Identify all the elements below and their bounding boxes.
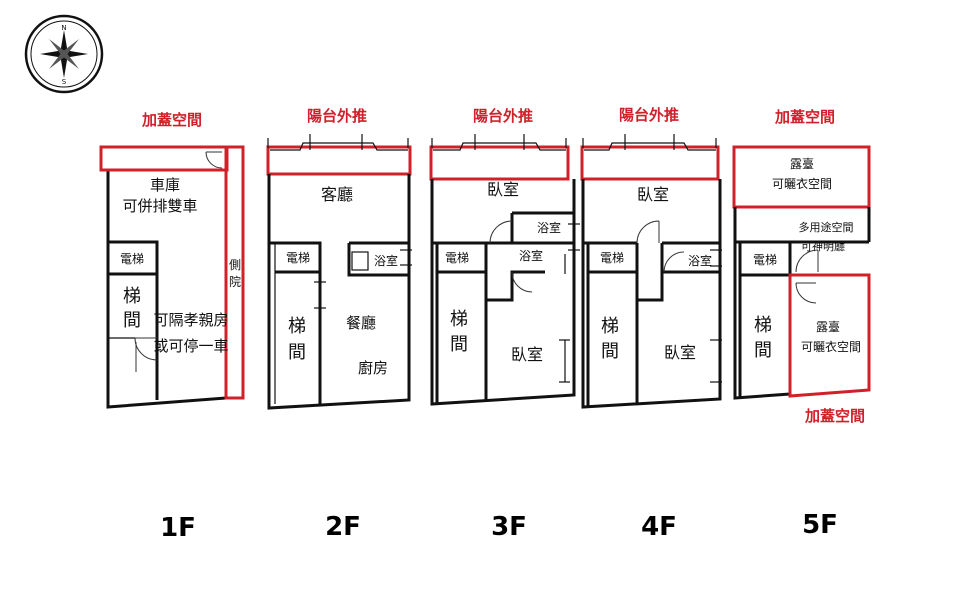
f5-elevator: 電梯 <box>753 253 777 267</box>
f5-floor-label: 5F <box>802 510 838 540</box>
f3-bath-2: 浴室 <box>519 248 543 263</box>
f5-top-red-label: 加蓋空間 <box>774 108 835 126</box>
f4-bedroom-top: 臥室 <box>637 185 669 204</box>
floor-2f: 陽台外推 客廳 電梯 浴室 梯 間 餐廳 廚房 2F <box>266 107 412 542</box>
f5-stairs-2: 間 <box>754 340 772 361</box>
f2-floor-label: 2F <box>325 512 361 542</box>
f2-stairs-1: 梯 <box>288 316 306 337</box>
f5-terrace-1: 露臺 <box>790 156 814 171</box>
f4-top-red-label: 陽台外推 <box>619 106 679 124</box>
f4-bath: 浴室 <box>688 253 712 268</box>
f3-stairs-2: 間 <box>450 334 468 355</box>
f1-garage-1: 車庫 <box>150 176 180 194</box>
f3-bedroom-top: 臥室 <box>487 180 519 199</box>
f2-dining: 餐廳 <box>346 314 376 332</box>
f4-elevator: 電梯 <box>600 251 624 265</box>
f1-side-1: 側 <box>229 258 241 272</box>
f5-bottom-red-label: 加蓋空間 <box>804 407 865 425</box>
f5-stairs-1: 梯 <box>754 315 772 336</box>
f3-top-red-label: 陽台外推 <box>473 107 533 125</box>
f1-elevator: 電梯 <box>120 252 144 266</box>
f1-stairs-1: 梯 <box>123 286 141 307</box>
f2-top-red-label: 陽台外推 <box>307 107 367 125</box>
f1-floor-label: 1F <box>160 513 196 543</box>
compass-icon: N S <box>24 14 104 94</box>
f4-floor-label: 4F <box>641 512 677 542</box>
f5-multi-2: 可神明廳 <box>801 239 845 253</box>
f5-multi-1: 多用途空間 <box>799 220 854 234</box>
floor-4f: 陽台外推 臥室 電梯 浴室 梯 間 臥室 4F <box>580 106 722 542</box>
floor-3f: 陽台外推 臥室 浴室 電梯 浴室 梯 間 臥室 3F <box>429 107 580 542</box>
f5-terrace-b1: 露臺 <box>816 319 840 334</box>
f4-stairs-1: 梯 <box>601 316 619 337</box>
f3-bath-1: 浴室 <box>537 220 561 235</box>
f2-stairs-2: 間 <box>288 342 306 363</box>
compass-north: N <box>61 24 66 32</box>
f1-garage-2: 可併排雙車 <box>122 197 197 215</box>
f2-living: 客廳 <box>321 185 353 204</box>
f3-elevator: 電梯 <box>445 251 469 265</box>
f5-terrace-2: 可曬衣空間 <box>772 176 832 191</box>
f2-bath: 浴室 <box>374 253 398 268</box>
f1-room-1: 可隔孝親房 <box>153 311 228 329</box>
floor-5f: 加蓋空間 露臺 可曬衣空間 多用途空間 可神明廳 電梯 梯 間 露臺 可曬衣空間… <box>732 108 871 540</box>
f4-stairs-2: 間 <box>601 341 619 362</box>
floor-1f: 加蓋空間 車庫 可併排雙車 電梯 梯 間 可隔孝親房 或可停一車 側 院 1F <box>99 111 245 543</box>
f1-room-2: 或可停一車 <box>153 337 228 355</box>
f2-kitchen: 廚房 <box>358 359 388 377</box>
f1-top-red-label: 加蓋空間 <box>141 111 202 129</box>
f5-terrace-b2: 可曬衣空間 <box>801 339 861 354</box>
f4-bedroom: 臥室 <box>664 343 696 362</box>
compass-south: S <box>62 78 67 86</box>
f2-elevator: 電梯 <box>286 251 310 265</box>
f1-side-2: 院 <box>229 275 241 289</box>
f3-stairs-1: 梯 <box>450 309 468 330</box>
f3-floor-label: 3F <box>491 512 527 542</box>
f3-bedroom: 臥室 <box>511 345 543 364</box>
f1-stairs-2: 間 <box>123 310 141 331</box>
